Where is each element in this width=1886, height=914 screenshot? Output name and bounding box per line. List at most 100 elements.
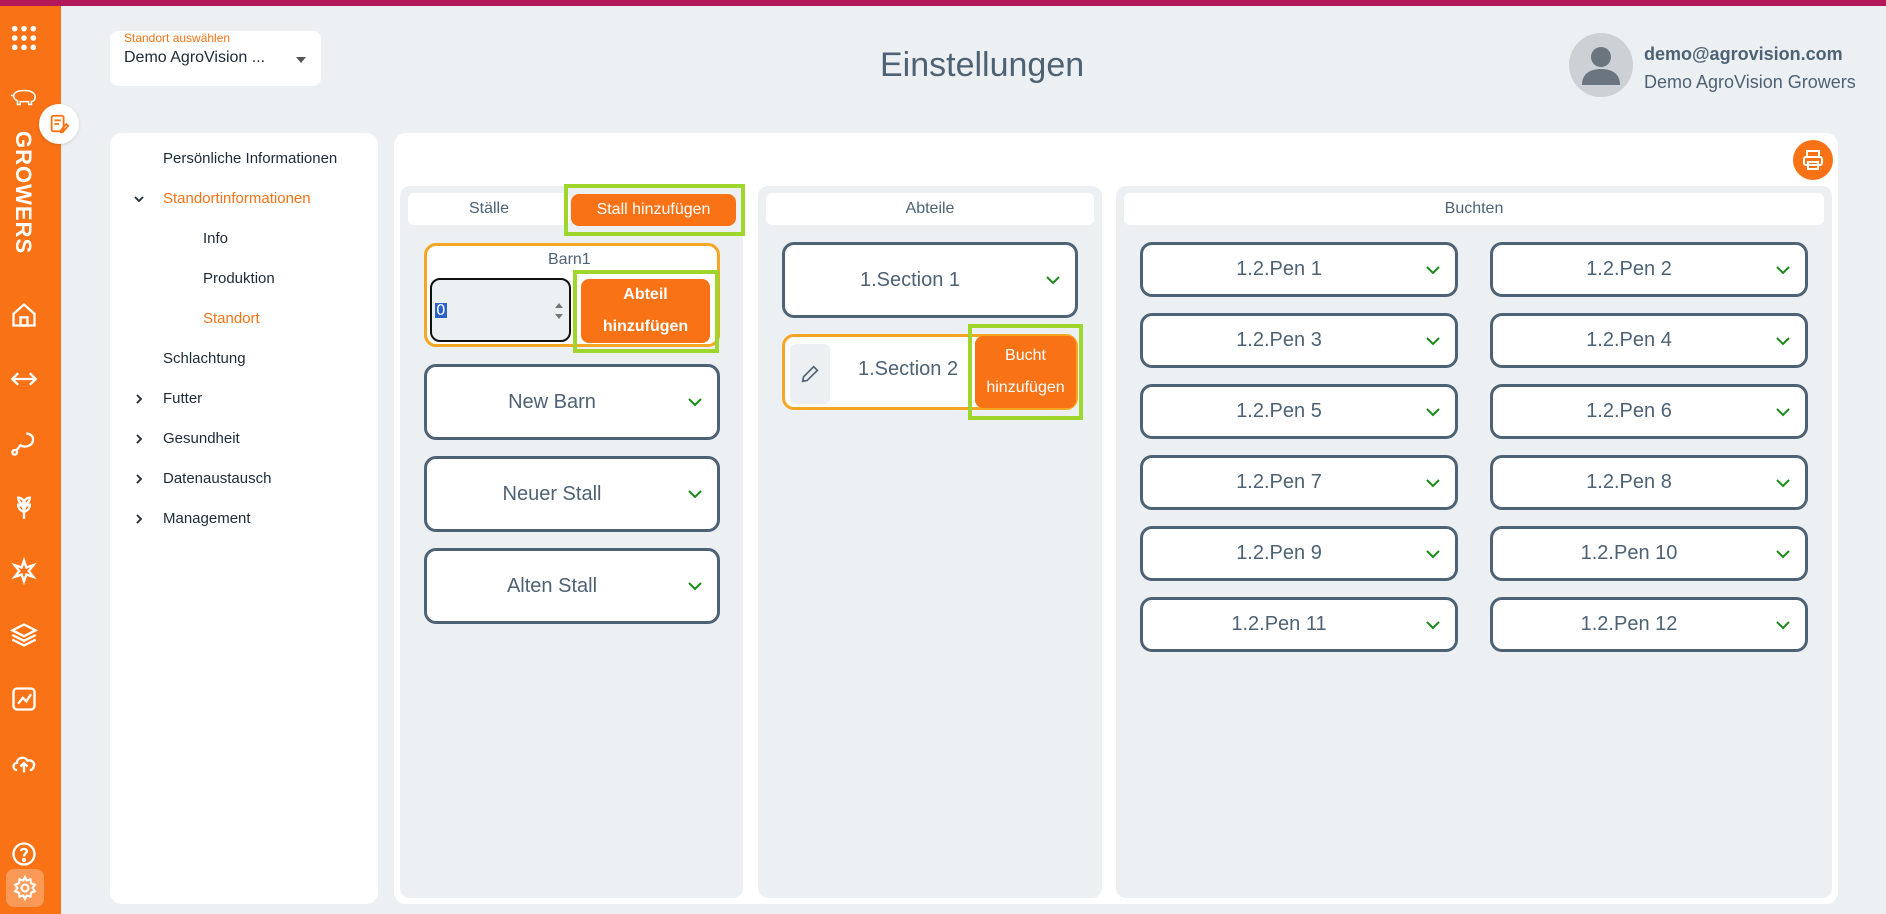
menu-item-feed[interactable]: Futter [163,390,203,407]
caret-down-icon [296,57,306,63]
chevron-down-icon[interactable] [133,193,145,205]
chevron-down-icon [688,582,702,591]
pig-icon[interactable] [9,82,39,112]
menu-item-info[interactable]: Info [203,230,229,247]
highlight-frame [564,184,745,236]
section-label: 1.Section 1 [859,268,961,291]
chevron-right-icon[interactable] [133,433,145,445]
health-icon[interactable] [9,556,39,586]
wheat-icon[interactable] [9,492,39,522]
pen-label: 1.2.Pen 5 [1236,400,1322,422]
meat-leg-icon[interactable] [9,428,39,458]
print-button[interactable] [1793,140,1833,180]
barn-card[interactable]: New Barn [424,364,720,440]
chevron-down-icon [1776,620,1790,629]
add-section-label-2: hinzufügen [602,318,689,335]
page-title: Einstellungen [880,46,1085,84]
chevron-down-icon [1426,549,1440,558]
edit-section-button[interactable] [790,344,830,404]
location-label: Standort auswählen [124,31,231,45]
pen-label: 1.2.Pen 12 [1580,613,1678,635]
pen-label: 1.2.Pen 3 [1236,329,1322,351]
barn-card[interactable]: Neuer Stall [424,456,720,532]
section-count-input[interactable]: 0 [430,278,571,342]
menu-item-production[interactable]: Produktion [203,270,275,287]
pen-label: 1.2.Pen 6 [1586,400,1672,422]
menu-item-data-exchange[interactable]: Datenaustausch [163,470,272,487]
left-rail: GROWERS [0,6,61,914]
chevron-right-icon[interactable] [133,393,145,405]
barn-card[interactable]: Alten Stall [424,548,720,624]
chart-icon[interactable] [9,684,39,714]
menu-item-personal[interactable]: Persönliche Informationen [163,150,338,167]
user-email: demo@agrovision.com [1644,44,1843,64]
pen-card[interactable]: 1.2.Pen 8 [1490,455,1808,510]
menu-item-health[interactable]: Gesundheit [163,430,240,447]
chevron-right-icon[interactable] [133,473,145,485]
top-accent-bar [0,0,1886,6]
chevron-down-icon [1046,276,1060,285]
pen-label: 1.2.Pen 8 [1586,471,1672,493]
settings-button[interactable] [6,869,44,907]
chevron-down-icon [688,490,702,499]
location-value: Demo AgroVision ... [124,49,266,66]
pen-card[interactable]: 1.2.Pen 3 [1140,313,1458,368]
barn-name: Barn1 [548,251,591,268]
chevron-down-icon [1426,478,1440,487]
menu-item-management[interactable]: Management [163,510,251,527]
chevron-down-icon [1426,620,1440,629]
pen-card[interactable]: 1.2.Pen 1 [1140,242,1458,297]
pen-label: 1.2.Pen 4 [1586,329,1672,351]
spinner-arrows-icon[interactable] [554,300,564,322]
section-name: 1.Section 2 [858,358,959,380]
chevron-right-icon[interactable] [133,513,145,525]
transfer-icon[interactable] [9,364,39,394]
highlight-frame [968,324,1083,420]
barns-header: Ställe [408,193,570,225]
pen-card[interactable]: 1.2.Pen 5 [1140,384,1458,439]
pen-label: 1.2.Pen 10 [1580,542,1678,564]
pen-card[interactable]: 1.2.Pen 11 [1140,597,1458,652]
notebook-edit-icon [50,114,70,134]
pencil-icon [801,365,819,383]
pen-card[interactable]: 1.2.Pen 12 [1490,597,1808,652]
pen-card[interactable]: 1.2.Pen 6 [1490,384,1808,439]
pen-card[interactable]: 1.2.Pen 4 [1490,313,1808,368]
user-org: Demo AgroVision Growers [1644,72,1856,92]
pen-label: 1.2.Pen 9 [1236,542,1322,564]
section-count-value: 0 [435,301,447,319]
sections-header: Abteile [766,193,1094,225]
pen-label: 1.2.Pen 1 [1236,258,1322,280]
add-pen-label-2: hinzufügen [986,379,1065,396]
barn-label: Neuer Stall [502,482,602,505]
menu-item-site-info[interactable]: Standortinformationen [163,190,311,207]
cloud-upload-icon[interactable] [9,748,39,778]
add-section-button[interactable]: Abteil hinzufügen [581,279,710,343]
pen-card[interactable]: 1.2.Pen 9 [1140,526,1458,581]
apps-grid-icon[interactable] [9,23,39,53]
add-barn-button[interactable]: Stall hinzufügen [571,194,736,226]
add-pen-button[interactable]: Bucht hinzufügen [975,336,1076,408]
section-card[interactable]: 1.Section 1 [782,242,1078,318]
chevron-down-icon [1426,265,1440,274]
chevron-down-icon [688,398,702,407]
pen-card[interactable]: 1.2.Pen 2 [1490,242,1808,297]
help-icon[interactable] [9,839,39,869]
pen-label: 1.2.Pen 7 [1236,471,1322,493]
pen-card[interactable]: 1.2.Pen 7 [1140,455,1458,510]
notes-button[interactable] [39,104,79,144]
layers-icon[interactable] [9,620,39,650]
gear-icon [13,875,37,901]
pen-card[interactable]: 1.2.Pen 10 [1490,526,1808,581]
avatar[interactable] [1569,33,1633,97]
brand-wordmark: GROWERS [11,131,36,255]
menu-item-location[interactable]: Standort [203,310,260,327]
pen-label: 1.2.Pen 2 [1586,258,1672,280]
location-selector[interactable]: Standort auswählen Demo AgroVision ... [110,31,321,86]
chevron-down-icon [1776,336,1790,345]
menu-item-slaughter[interactable]: Schlachtung [163,350,246,367]
pens-header: Buchten [1124,193,1824,225]
home-icon[interactable] [9,300,39,330]
chevron-down-icon [1776,407,1790,416]
highlight-frame [573,270,719,353]
